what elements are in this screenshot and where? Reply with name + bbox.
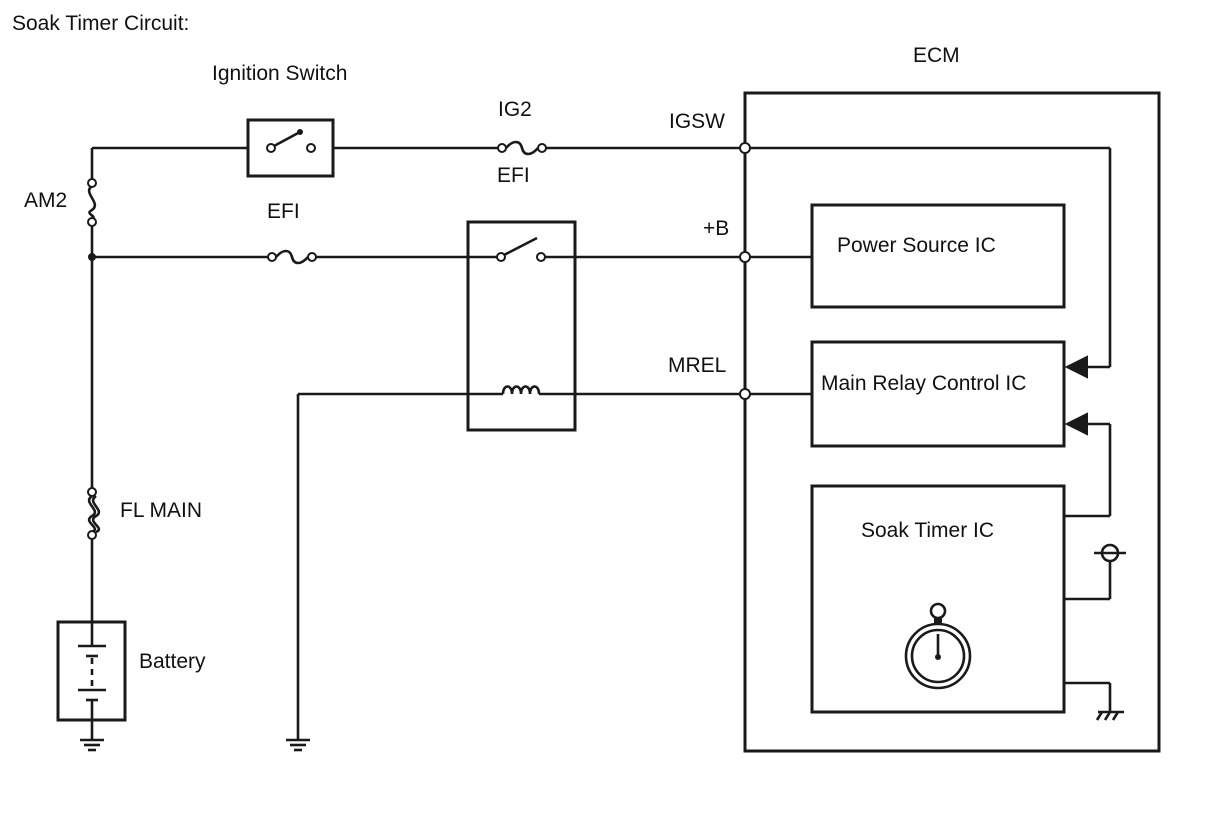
igsw-terminal-label: IGSW xyxy=(669,110,725,133)
internal-power-symbol-icon xyxy=(1064,543,1126,601)
diagram-title: Soak Timer Circuit: xyxy=(12,12,189,35)
am2-label: AM2 xyxy=(24,189,67,212)
main-relay-control-ic-box xyxy=(810,340,1066,448)
soak-timer-ic-label: Soak Timer IC xyxy=(861,519,994,542)
efi-fuse xyxy=(267,249,317,265)
stopwatch-icon xyxy=(904,602,972,690)
ignition-switch-label: Ignition Switch xyxy=(212,62,347,85)
igsw-terminal xyxy=(739,142,751,154)
mrel-terminal-label: MREL xyxy=(668,354,726,377)
fl-main-fusible-link xyxy=(87,487,101,540)
ig2-efi-label: EFI xyxy=(497,164,530,187)
internal-ground-icon xyxy=(1064,681,1124,721)
fl-main-label: FL MAIN xyxy=(120,499,202,522)
plus-b-terminal-label: +B xyxy=(703,217,729,240)
ig2-label: IG2 xyxy=(498,98,532,121)
battery-ground-icon xyxy=(80,720,104,752)
battery-label: Battery xyxy=(139,650,206,673)
ignition-switch xyxy=(246,118,335,178)
battery-symbol xyxy=(56,620,127,722)
efi-label: EFI xyxy=(267,200,300,223)
mrel-terminal xyxy=(739,388,751,400)
main-relay-control-ic-label: Main Relay Control IC xyxy=(821,372,1026,395)
ig2-fuse xyxy=(497,140,547,156)
efi-main-relay xyxy=(316,220,745,432)
soak-timer-ic-box xyxy=(810,484,1066,714)
plus-b-terminal xyxy=(739,251,751,263)
relay-ground-icon xyxy=(286,738,310,752)
ecm-label: ECM xyxy=(913,44,960,67)
power-source-ic-box xyxy=(810,203,1066,309)
am2-fuse xyxy=(87,178,97,227)
power-source-ic-label: Power Source IC xyxy=(837,234,996,257)
